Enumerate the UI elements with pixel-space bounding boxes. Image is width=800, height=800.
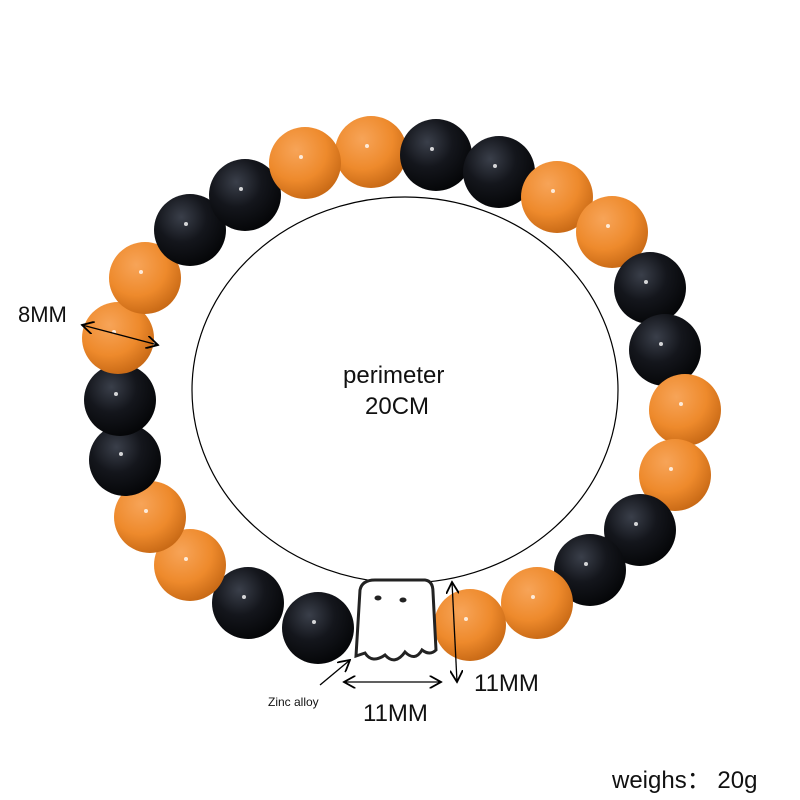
bead-black: [554, 534, 626, 606]
bead-orange: [269, 127, 341, 199]
perimeter-value: 20CM: [365, 393, 430, 420]
bead-highlight: [464, 617, 468, 621]
bead-black: [282, 592, 354, 664]
bead-orange: [521, 161, 593, 233]
bead-black: [154, 194, 226, 266]
bead-black: [84, 364, 156, 436]
bead-highlight: [659, 342, 663, 346]
bead-black: [209, 159, 281, 231]
bead-black: [89, 424, 161, 496]
bead-highlight: [144, 509, 148, 513]
bead-highlight: [584, 562, 588, 566]
charm-width-label: 11MM: [363, 700, 428, 727]
perimeter-title: perimeter: [343, 362, 445, 389]
bead-highlight: [551, 189, 555, 193]
perimeter-ellipse: [191, 196, 619, 584]
bead-black: [629, 314, 701, 386]
bead-orange: [335, 116, 407, 188]
bead-highlight: [365, 144, 369, 148]
bead-orange: [154, 529, 226, 601]
ghost-charm: [354, 578, 438, 662]
bead-size-label: 8MM: [18, 302, 67, 327]
bead-orange: [639, 439, 711, 511]
bead-orange: [649, 374, 721, 446]
bead-black: [400, 119, 472, 191]
bead-highlight: [312, 620, 316, 624]
bead-highlight: [679, 402, 683, 406]
bead-black: [212, 567, 284, 639]
bead-highlight: [430, 147, 434, 151]
bead-orange: [501, 567, 573, 639]
beads: [82, 116, 721, 664]
bead-highlight: [634, 522, 638, 526]
bead-orange: [114, 481, 186, 553]
bead-highlight: [493, 164, 497, 168]
bead-highlight: [184, 222, 188, 226]
bead-orange: [576, 196, 648, 268]
weight-label: weighs： 20g: [612, 767, 758, 794]
bead-black: [614, 252, 686, 324]
charm-height-arrow: [452, 582, 457, 682]
bead-highlight: [299, 155, 303, 159]
bead-highlight: [606, 224, 610, 228]
bead-highlight: [139, 270, 143, 274]
bead-highlight: [644, 280, 648, 284]
bead-highlight: [531, 595, 535, 599]
charm-material-label: Zinc alloy: [268, 695, 319, 709]
bead-highlight: [242, 595, 246, 599]
bead-highlight: [184, 557, 188, 561]
bead-black: [604, 494, 676, 566]
bead-highlight: [114, 392, 118, 396]
charm-height-label: 11MM: [474, 670, 539, 697]
bead-highlight: [119, 452, 123, 456]
bead-size-arrow: [82, 325, 158, 345]
bead-highlight: [239, 187, 243, 191]
bead-orange: [109, 242, 181, 314]
material-pointer-arrow: [319, 660, 350, 686]
bead-highlight: [669, 467, 673, 471]
bead-black: [463, 136, 535, 208]
bead-orange: [434, 589, 506, 661]
